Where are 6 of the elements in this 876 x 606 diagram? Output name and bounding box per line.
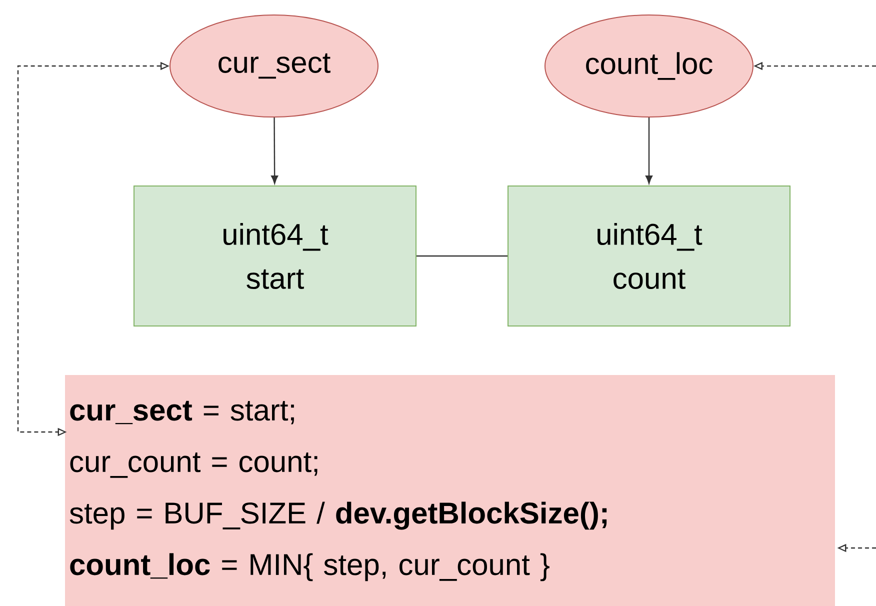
arrow [271,118,278,184]
arrow [645,118,653,184]
field-box: uint64_t count [508,186,790,326]
field-box: uint64_t start [134,186,416,326]
code-box: cur_sect = start; cur_count = count; step = BUF_SIZE / dev.getBlockSize(); count_loc = MIN{ step, cur_count } [65,375,835,606]
connector-line [416,255,508,257]
